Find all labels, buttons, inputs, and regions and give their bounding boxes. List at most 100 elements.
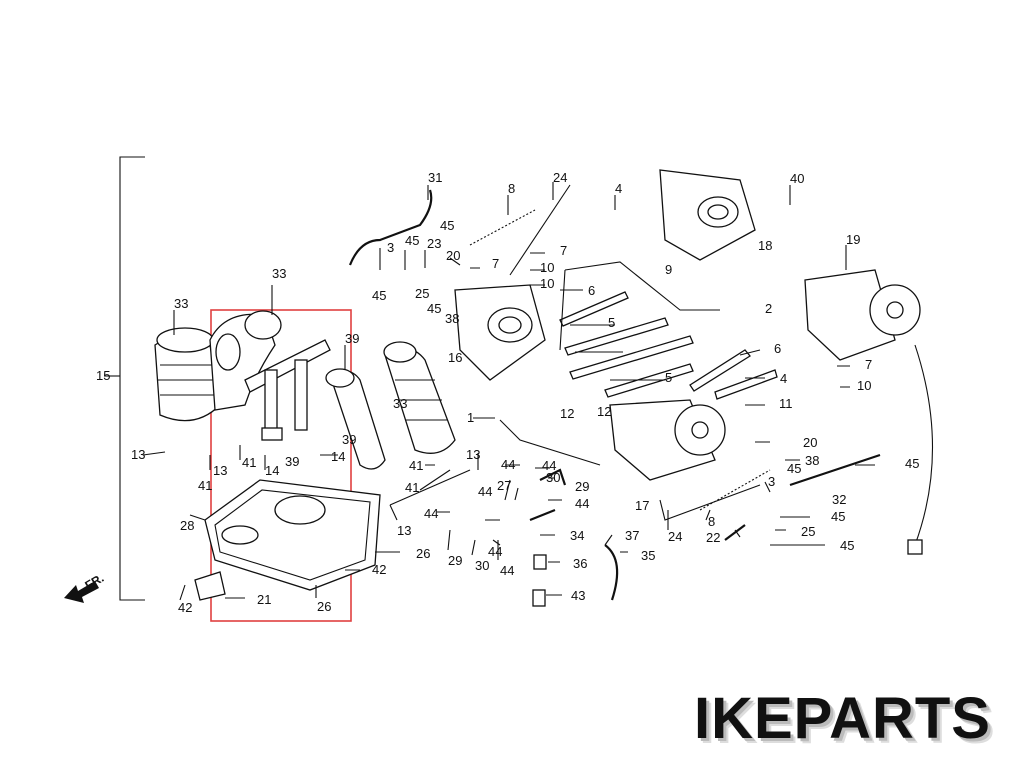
part-number-33: 33 (174, 296, 188, 311)
rod-41 (419, 469, 451, 491)
part-number-13: 13 (131, 447, 145, 462)
wire-24-top (509, 184, 571, 276)
part-number-26: 26 (416, 546, 430, 561)
part-number-33: 33 (272, 266, 286, 281)
part-number-25: 25 (415, 286, 429, 301)
intake-tube-mid (209, 310, 282, 411)
part-number-1: 1 (467, 410, 474, 425)
part-number-13: 13 (466, 447, 480, 462)
linkage-1 (499, 419, 601, 466)
hose-31 (348, 189, 433, 266)
part-number-12: 12 (560, 406, 574, 421)
part-number-4: 4 (615, 181, 622, 196)
part-number-31: 31 (428, 170, 442, 185)
hose-2 (559, 261, 720, 351)
part-number-7: 7 (492, 256, 499, 271)
part-number-16: 16 (448, 350, 462, 365)
part-number-44: 44 (424, 506, 438, 521)
part-number-11: 11 (779, 396, 793, 411)
part-number-8: 8 (708, 514, 715, 529)
part-number-7: 7 (560, 243, 567, 258)
intake-tube-center (383, 341, 456, 454)
part-number-24: 24 (553, 170, 567, 185)
part-number-38: 38 (805, 453, 819, 468)
part-number-29: 29 (448, 553, 462, 568)
part-number-42: 42 (372, 562, 386, 577)
leader-lines (142, 182, 875, 601)
wire-24-bottom (659, 484, 761, 521)
part-number-13: 13 (397, 523, 411, 538)
part-number-18: 18 (758, 238, 772, 253)
hose-34 (529, 508, 556, 522)
part-number-12: 12 (597, 404, 611, 419)
part-number-41: 41 (409, 458, 423, 473)
part-number-41: 41 (405, 480, 419, 495)
rod-13 (389, 469, 471, 506)
part-number-44: 44 (542, 458, 556, 473)
part-number-45: 45 (372, 288, 386, 303)
part-number-33: 33 (393, 396, 407, 411)
part-number-41: 41 (198, 478, 212, 493)
part-number-26: 26 (317, 599, 331, 614)
part-number-45: 45 (440, 218, 454, 233)
part-number-23: 23 (427, 236, 441, 251)
part-number-10: 10 (857, 378, 871, 393)
part-number-44: 44 (488, 544, 502, 559)
part-number-41: 41 (242, 455, 256, 470)
part-number-36: 36 (573, 556, 587, 571)
part-number-4: 4 (780, 371, 787, 386)
part-number-14: 14 (265, 463, 279, 478)
part-number-38: 38 (445, 311, 459, 326)
part-number-22: 22 (706, 530, 720, 545)
spring-8-top (469, 209, 536, 246)
part-number-45: 45 (905, 456, 919, 471)
carburetor-top (659, 169, 756, 261)
part-number-21: 21 (257, 592, 271, 607)
part-number-20: 20 (803, 435, 817, 450)
hose-29 (539, 468, 567, 486)
part-number-44: 44 (501, 457, 515, 472)
part-number-10: 10 (540, 260, 554, 275)
part-number-5: 5 (608, 315, 615, 330)
part-36 (533, 554, 547, 570)
part-number-30: 30 (475, 558, 489, 573)
part-number-44: 44 (500, 563, 514, 578)
intake-tube-right (325, 368, 386, 470)
part-number-42: 42 (178, 600, 192, 615)
hose-35 (604, 544, 619, 601)
part-number-34: 34 (570, 528, 584, 543)
hose-22 (724, 524, 746, 541)
rods (559, 291, 778, 400)
part-number-44: 44 (478, 484, 492, 499)
part-number-8: 8 (508, 181, 515, 196)
part-number-39: 39 (285, 454, 299, 469)
part-number-35: 35 (641, 548, 655, 563)
carburetor-19 (804, 269, 921, 361)
part-number-5: 5 (665, 370, 672, 385)
part-number-40: 40 (790, 171, 804, 186)
part-number-25: 25 (801, 524, 815, 539)
part-number-28: 28 (180, 518, 194, 533)
part-number-10: 10 (540, 276, 554, 291)
part-number-32: 32 (832, 492, 846, 507)
part-number-3: 3 (768, 474, 775, 489)
part-number-2: 2 (765, 301, 772, 316)
part-number-20: 20 (446, 248, 460, 263)
part-number-45: 45 (427, 301, 441, 316)
part-number-45: 45 (405, 233, 419, 248)
part-number-29: 29 (575, 479, 589, 494)
part-number-44: 44 (575, 496, 589, 511)
front-direction-arrow (64, 581, 99, 603)
bracket-21 (194, 571, 226, 601)
spring-8-bottom (699, 469, 771, 511)
part-number-24: 24 (668, 529, 682, 544)
part-number-17: 17 (635, 498, 649, 513)
carburetor-17 (609, 399, 726, 481)
highlight-box (210, 309, 352, 622)
part-number-45: 45 (831, 509, 845, 524)
part-number-6: 6 (588, 283, 595, 298)
part-number-19: 19 (846, 232, 860, 247)
